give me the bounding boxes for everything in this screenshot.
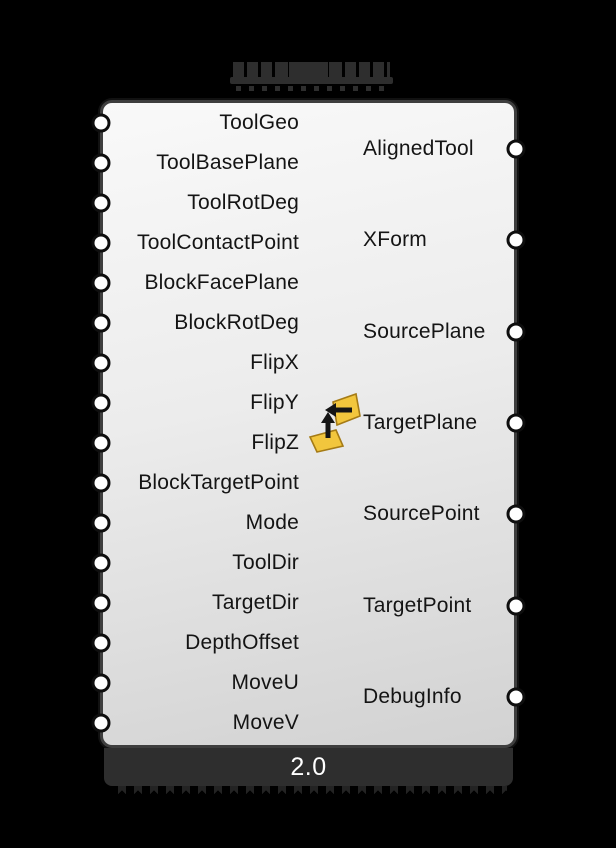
input-grip[interactable] [91,433,111,453]
input-label: MoveV [232,711,299,734]
input-row[interactable]: FlipY [103,383,299,423]
input-grip[interactable] [91,113,111,133]
orient-planes-icon-svg [308,392,361,453]
output-label: AlignedTool [363,136,474,160]
output-row[interactable]: XForm [363,194,515,285]
input-row[interactable]: ToolBasePlane [103,143,299,183]
input-label: BlockFacePlane [144,271,299,294]
input-grip[interactable] [91,513,111,533]
input-row[interactable]: ToolRotDeg [103,183,299,223]
input-grip[interactable] [91,553,111,573]
input-row[interactable]: FlipX [103,343,299,383]
input-label: FlipZ [251,431,299,454]
output-grip[interactable] [506,687,526,707]
input-row[interactable]: MoveU [103,663,299,703]
output-grip[interactable] [506,139,526,159]
input-label: MoveU [231,671,299,694]
input-label: FlipX [250,351,299,374]
input-row[interactable]: ToolContactPoint [103,223,299,263]
arrow-left-shaft [334,407,352,413]
arrow-up-shaft [325,421,331,438]
input-grip[interactable] [91,473,111,493]
input-grip[interactable] [91,153,111,173]
output-grip[interactable] [506,322,526,342]
output-row[interactable]: SourcePlane [363,286,515,377]
input-row[interactable]: BlockTargetPoint [103,463,299,503]
input-grip[interactable] [91,393,111,413]
input-row[interactable]: DepthOffset [103,623,299,663]
input-row[interactable]: ToolDir [103,543,299,583]
output-row[interactable]: TargetPlane [363,377,515,468]
input-label: ToolBasePlane [156,151,299,174]
output-label: SourcePoint [363,502,480,526]
input-label: Mode [245,511,299,534]
input-label: BlockRotDeg [174,311,299,334]
input-grip[interactable] [91,713,111,733]
input-label: BlockTargetPoint [138,471,299,494]
input-grip[interactable] [91,353,111,373]
orient-planes-icon[interactable] [305,390,363,454]
arrow-left-head [325,403,336,417]
component-title-obscured [230,62,393,91]
output-grip[interactable] [506,413,526,433]
input-label: DepthOffset [185,631,299,654]
input-grip[interactable] [91,233,111,253]
input-label: ToolContactPoint [137,231,299,254]
input-row[interactable]: BlockFacePlane [103,263,299,303]
input-grip[interactable] [91,593,111,613]
input-row[interactable]: Mode [103,503,299,543]
grasshopper-component-body[interactable] [100,100,517,748]
input-row[interactable]: FlipZ [103,423,299,463]
version-label: 2.0 [290,752,327,781]
output-grip[interactable] [506,596,526,616]
input-grip[interactable] [91,193,111,213]
output-label: TargetPlane [363,410,478,434]
output-label: TargetPoint [363,593,472,617]
version-tag: 2.0 [104,748,513,794]
input-grip[interactable] [91,673,111,693]
obscured-text-strikethrough [230,77,393,84]
input-label: ToolRotDeg [187,191,299,214]
output-row[interactable]: AlignedTool [363,103,515,194]
arrow-up-head [321,412,335,423]
input-row[interactable]: BlockRotDeg [103,303,299,343]
input-grip[interactable] [91,633,111,653]
output-row[interactable]: SourcePoint [363,469,515,560]
obscured-text-descenders [236,86,387,91]
output-label: SourcePlane [363,319,486,343]
input-row[interactable]: TargetDir [103,583,299,623]
output-label: XForm [363,228,427,252]
output-label: DebugInfo [363,685,462,709]
obscured-text-top [233,62,390,77]
input-label: TargetDir [212,591,299,614]
input-grip[interactable] [91,273,111,293]
output-row[interactable]: TargetPoint [363,560,515,651]
input-label: ToolGeo [219,111,299,134]
input-row[interactable]: ToolGeo [103,103,299,143]
output-row[interactable]: DebugInfo [363,652,515,743]
input-label: FlipY [250,391,299,414]
input-grip[interactable] [91,313,111,333]
output-grip[interactable] [506,230,526,250]
output-grip[interactable] [506,504,526,524]
input-row[interactable]: MoveV [103,703,299,743]
input-label: ToolDir [232,551,299,574]
